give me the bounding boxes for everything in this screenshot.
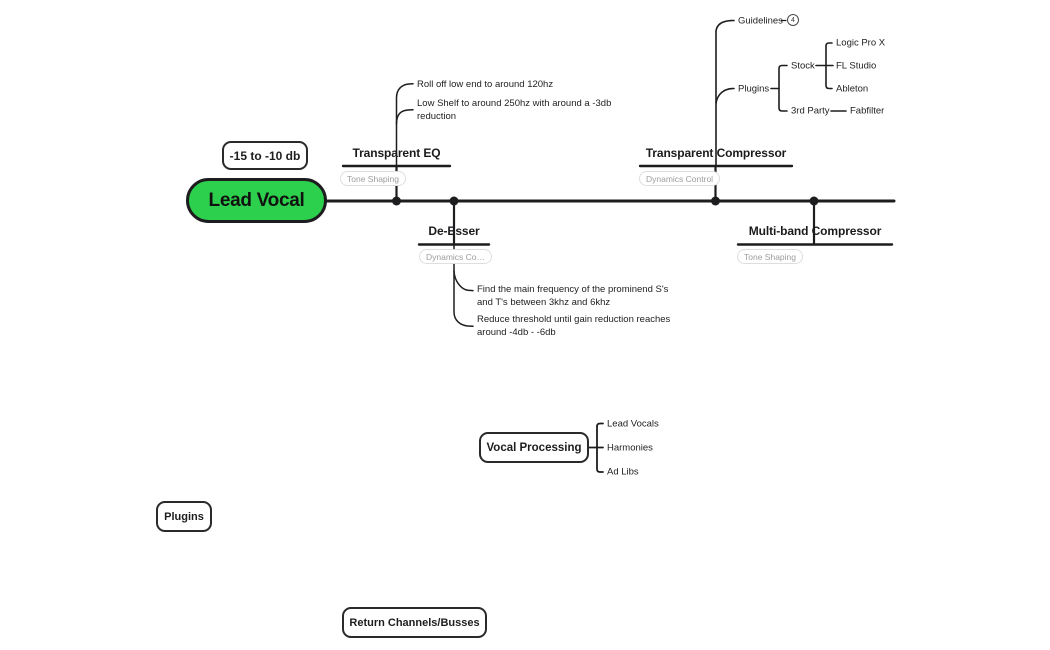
deesser-note1-branch <box>453 270 474 292</box>
tree-item-ableton[interactable]: Ableton <box>836 83 869 94</box>
note-deesser-frequency[interactable]: Find the main frequency of the prominend… <box>477 284 669 308</box>
tree-item-guidelines[interactable]: Guidelines <box>738 15 783 26</box>
deesser-note-spine <box>453 243 474 327</box>
compressor-tree-spine <box>715 19 735 167</box>
tree-item-logic-pro-x[interactable]: Logic Pro X <box>836 37 886 49</box>
note-eq-lowshelf[interactable]: Low Shelf to around 250hz with around a … <box>417 98 612 122</box>
note-eq-rolloff[interactable]: Roll off low end to around 120hz <box>417 78 554 90</box>
tag-dynamics-control[interactable]: Dynamics Control <box>639 171 721 186</box>
tag-tone-shaping-multiband[interactable]: Tone Shaping <box>737 249 803 264</box>
root-node-lead-vocal[interactable]: Lead Vocal <box>186 178 327 223</box>
branch-de-esser[interactable]: De-Esser <box>428 224 480 238</box>
eq-note-spine <box>395 83 414 167</box>
plugins-branch <box>715 87 735 104</box>
tree-item-lead-vocals[interactable]: Lead Vocals <box>607 418 659 429</box>
level-range-box[interactable]: -15 to -10 db <box>222 141 308 170</box>
tree-item-plugins[interactable]: Plugins <box>738 83 770 94</box>
tree-item-fl-studio[interactable]: FL Studio <box>836 60 877 71</box>
compressor-junction-dot <box>711 196 720 206</box>
stock-children-rail <box>825 42 833 90</box>
multiband-junction-dot <box>809 196 819 206</box>
branch-transparent-compressor[interactable]: Transparent Compressor <box>645 146 787 160</box>
eq-note2-branch <box>395 108 414 125</box>
note-deesser-threshold[interactable]: Reduce threshold until gain reduction re… <box>477 314 671 338</box>
branch-transparent-eq[interactable]: Transparent EQ <box>352 146 441 160</box>
deesser-junction-dot <box>449 196 459 206</box>
branch-multiband-compressor[interactable]: Multi-band Compressor <box>748 224 882 238</box>
eq-junction-dot <box>392 196 401 206</box>
tag-dynamics-deesser[interactable]: Dynamics Co… <box>419 249 493 264</box>
tree-item-fabfilter[interactable]: Fabfilter <box>850 105 885 117</box>
vocal-processing-box[interactable]: Vocal Processing <box>479 432 589 463</box>
stock-thirdparty-rail <box>778 64 788 112</box>
guidelines-collapsed-count-badge[interactable]: 4 <box>787 14 799 26</box>
plugins-box[interactable]: Plugins <box>156 501 212 532</box>
tree-item-3rd-party[interactable]: 3rd Party <box>791 105 830 117</box>
return-channels-box[interactable]: Return Channels/Busses <box>342 607 487 638</box>
tree-item-ad-libs[interactable]: Ad Libs <box>607 466 639 477</box>
tree-item-harmonies[interactable]: Harmonies <box>607 442 653 453</box>
tree-item-stock[interactable]: Stock <box>791 60 815 71</box>
tag-tone-shaping-eq[interactable]: Tone Shaping <box>340 171 406 186</box>
